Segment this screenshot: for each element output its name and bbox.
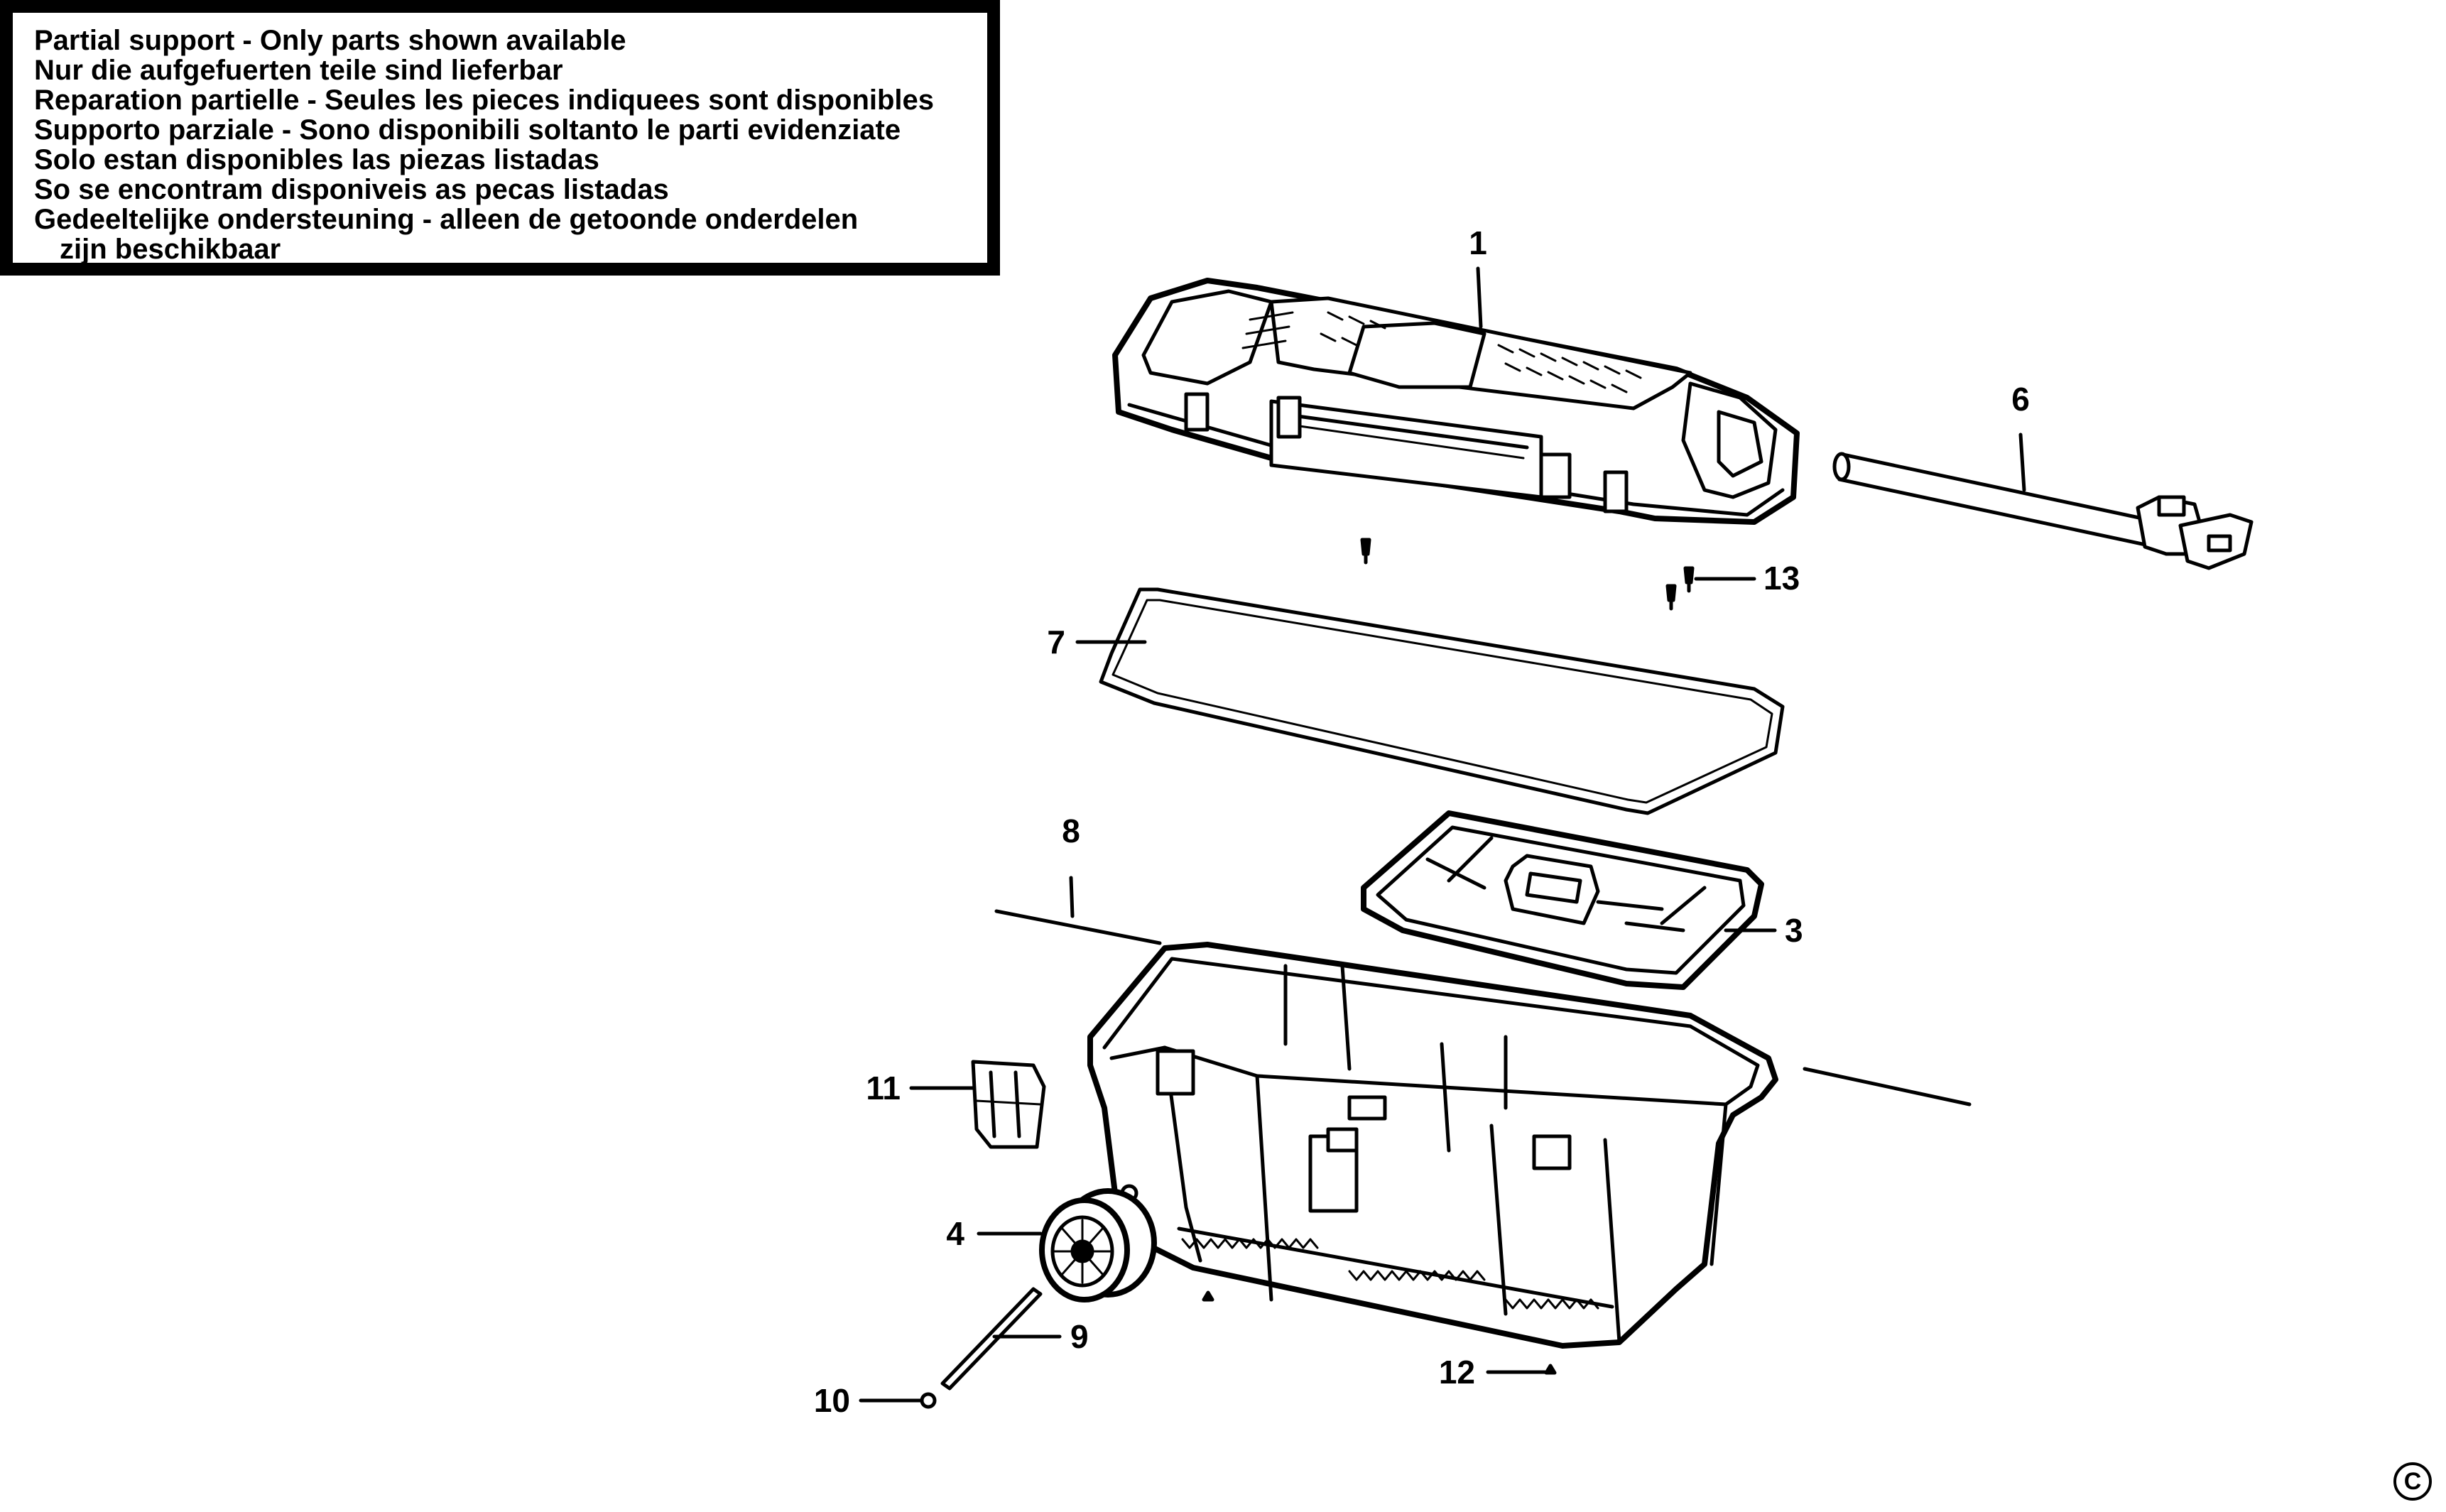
callout-8: 8 <box>1062 812 1080 849</box>
part-wheel <box>1039 1188 1157 1302</box>
notice-line-de: Nur die aufgefuerten teile sind lieferba… <box>34 55 563 86</box>
part-axle-pin <box>940 1287 1043 1391</box>
part-lid <box>1112 278 1800 525</box>
callout-1: 1 <box>1469 224 1487 261</box>
part-axle-rod <box>994 909 1972 1106</box>
part-main-box <box>1087 942 1778 1349</box>
leader-lines <box>859 266 2026 1403</box>
callout-7: 7 <box>1047 624 1065 660</box>
callout-4: 4 <box>946 1215 964 1252</box>
notice-line-fr: Reparation partielle - Seules les pieces… <box>34 85 935 116</box>
part-latch <box>971 1060 1046 1149</box>
callout-12: 12 <box>1439 1354 1475 1391</box>
part-lid-seal <box>1099 587 1785 815</box>
callout-10: 10 <box>814 1382 850 1419</box>
notice-line-nl: Gedeeltelijke ondersteuning - alleen de … <box>34 204 859 235</box>
part-tote-tray <box>1361 810 1764 990</box>
callout-9: 9 <box>1070 1318 1089 1355</box>
callout-13: 13 <box>1763 560 1800 597</box>
callout-3: 3 <box>1785 912 1803 949</box>
notice-line-en: Partial support - Only parts shown avail… <box>34 25 626 56</box>
part-screws-lid <box>1360 538 1695 611</box>
part-axle-cap <box>920 1392 937 1409</box>
callout-6: 6 <box>2011 381 2030 418</box>
notice-line-nl-cont: zijn beschikbaar <box>60 234 281 265</box>
part-telescopic-handle <box>1832 452 2254 570</box>
partial-support-notice: Partial support - Only parts shown avail… <box>0 0 1000 276</box>
notice-line-pt: So se encontram disponiveis as pecas lis… <box>34 174 669 205</box>
notice-line-it: Supporto parziale - Sono disponibili sol… <box>34 114 901 146</box>
copyright-icon: C <box>2393 1462 2432 1501</box>
part-foot <box>1202 1290 1557 1375</box>
callout-11: 11 <box>866 1070 901 1106</box>
notice-line-es: Solo estan disponibles las piezas listad… <box>34 144 599 175</box>
